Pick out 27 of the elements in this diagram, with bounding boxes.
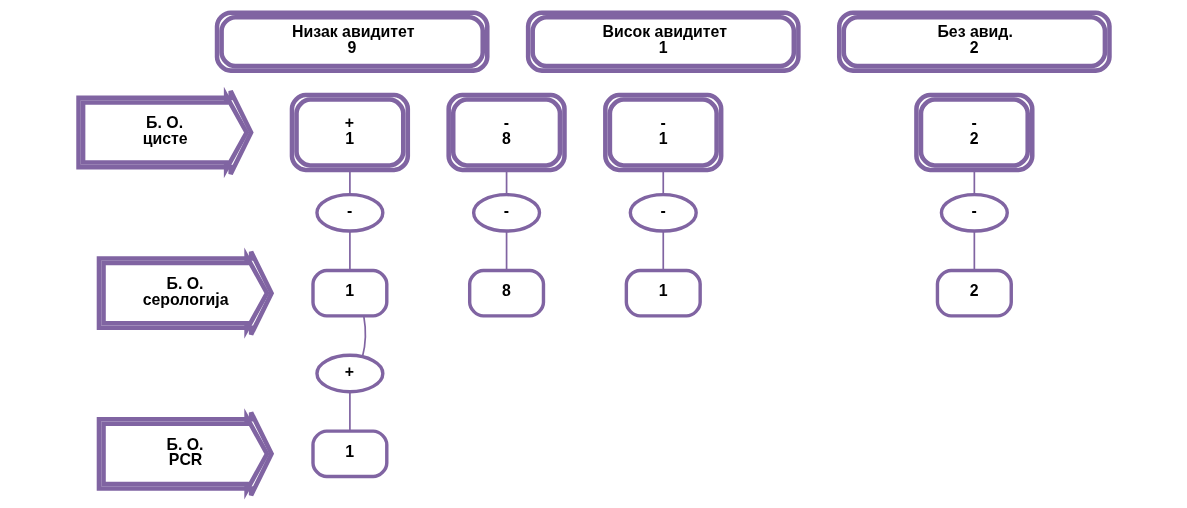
node-ellipse: + [314, 353, 385, 394]
node-box: 1 [624, 268, 702, 318]
connector [348, 391, 351, 432]
node-box: 8 [467, 268, 545, 318]
node-box: + 1 [289, 92, 410, 173]
node-box: 2 [935, 268, 1013, 318]
connector [505, 230, 507, 272]
node-box: 1 [310, 429, 388, 479]
node-box: Без авид. 2 [836, 10, 1112, 73]
connector [661, 230, 664, 272]
connector [348, 230, 351, 272]
connector [661, 169, 664, 195]
node-box: - 1 [602, 92, 723, 173]
node-box: - 8 [445, 92, 567, 173]
connector [361, 315, 366, 358]
node-box: Низак авидитет 9 [214, 10, 490, 73]
node-ellipse: - [471, 192, 541, 233]
connector [973, 230, 975, 272]
node-ellipse: - [939, 192, 1009, 233]
connector [973, 169, 975, 195]
node-ellipse: - [314, 192, 385, 233]
connector [505, 169, 507, 195]
node-box: Висок авидитет 1 [525, 10, 801, 73]
node-box: - 2 [913, 92, 1034, 173]
connector [348, 169, 351, 195]
node-box: 1 [310, 268, 388, 318]
node-ellipse: - [628, 192, 698, 233]
